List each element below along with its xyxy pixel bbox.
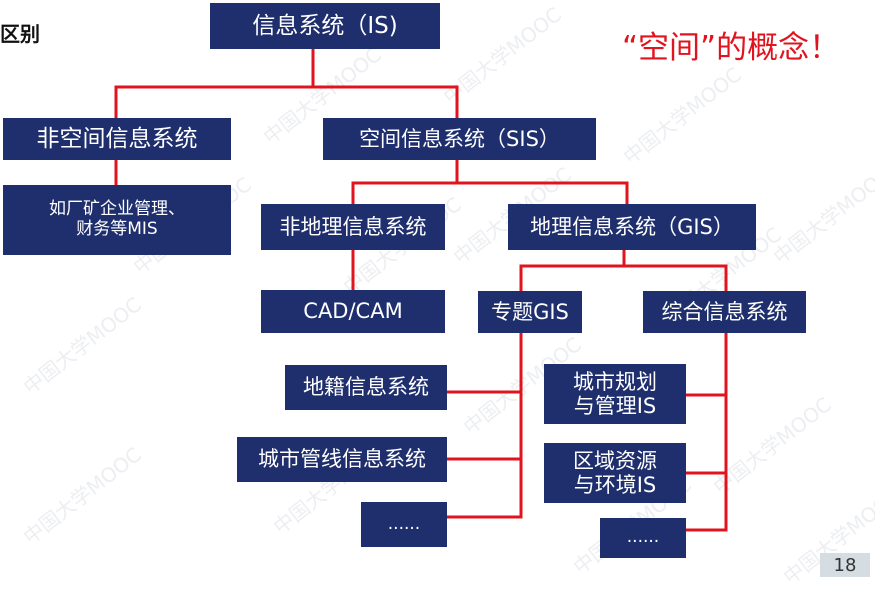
connector-sis-nongeo: [351, 160, 459, 204]
node-non-spatial-is: 非空间信息系统: [3, 118, 231, 160]
urban-planning-line1: 城市规划: [573, 369, 657, 394]
node-urban-planning-is: 城市规划 与管理IS: [544, 364, 686, 424]
regional-resources-line2: 与环境IS: [573, 473, 657, 497]
node-urban-pipeline-is: 城市管线信息系统: [237, 437, 447, 482]
connector-is-nonspatial: [114, 49, 315, 118]
mis-example-line1: 如厂矿企业管理、: [49, 199, 185, 220]
mis-example-line2: 财务等MIS: [76, 219, 158, 239]
connector-integrated-trunk: [686, 333, 728, 532]
node-integrated-is: 综合信息系统: [643, 291, 806, 333]
connector-thematic-trunk: [447, 333, 523, 519]
node-thematic-more: ......: [361, 502, 447, 547]
connector-gis-thematic: [519, 250, 626, 291]
concept-note: “空间”的概念！: [622, 30, 841, 66]
node-non-geographic-is: 非地理信息系统: [261, 204, 445, 250]
node-mis-example: 如厂矿企业管理、 财务等MIS: [3, 185, 231, 255]
node-gis: 地理信息系统（GIS）: [508, 204, 756, 250]
regional-resources-line1: 区域资源: [573, 448, 657, 473]
connector-gis-integrated: [624, 264, 728, 291]
node-information-system: 信息系统（IS): [210, 3, 440, 49]
connector-lines: [114, 49, 728, 532]
connector-is-sis: [313, 85, 459, 118]
node-spatial-is: 空间信息系统（SIS）: [323, 118, 596, 160]
urban-planning-line2: 与管理IS: [573, 394, 657, 418]
page-number: 18: [820, 553, 870, 577]
connector-sis-gis: [457, 181, 629, 204]
node-integrated-more: ......: [600, 518, 686, 558]
node-regional-resources-is: 区域资源 与环境IS: [544, 443, 686, 503]
slide-title-fragment: 区别: [0, 22, 40, 46]
node-cad-cam: CAD/CAM: [261, 290, 445, 333]
node-thematic-gis: 专题GIS: [478, 291, 582, 333]
node-cadastral-is: 地籍信息系统: [285, 365, 447, 410]
